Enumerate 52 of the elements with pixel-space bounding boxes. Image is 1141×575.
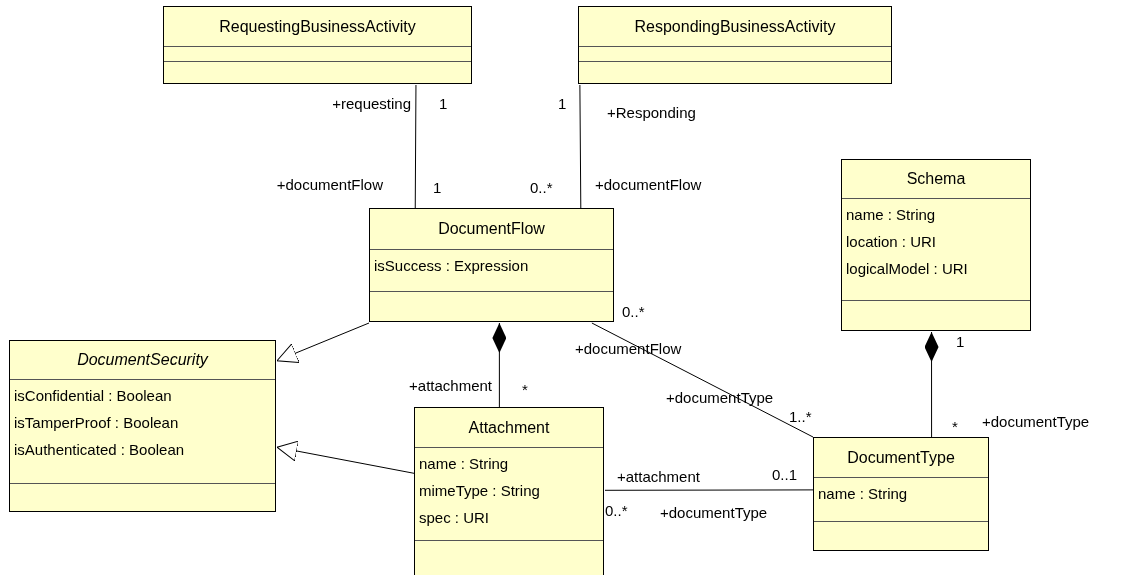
role-name: +requesting [332,95,411,113]
multiplicity: 0..* [530,179,553,197]
multiplicity: 0..* [622,303,645,321]
multiplicity: 1 [439,95,448,113]
class-name: DocumentType [847,447,955,468]
multiplicity: 1 [558,95,567,113]
class-box [163,6,472,84]
attribute-text: isTamperProof : Boolean [14,413,180,433]
role-name: +documentType [982,413,1090,431]
multiplicity: 1 [433,179,442,197]
multiplicity: 0..1 [772,466,798,484]
multiplicity: 0..* [605,502,628,520]
class-box [578,6,892,84]
class-name: RequestingBusinessActivity [219,16,416,37]
multiplicity: * [522,381,528,399]
attribute-text: name : String [818,484,909,504]
role-name: +documentFlow [595,176,702,194]
multiplicity: 1..* [789,408,812,426]
class-box [369,208,614,322]
composition-line [492,322,507,408]
multiplicity: 1 [956,333,965,351]
attribute-text: isConfidential : Boolean [14,386,173,406]
association-line [591,322,814,438]
attribute-text: name : String [419,454,510,474]
role-name: +Responding [607,104,696,122]
class-name: DocumentFlow [438,219,545,239]
generalization-arrow [276,440,415,474]
role-name: +documentFlow [276,176,383,194]
role-name: +attachment [617,468,700,486]
class-name: Attachment [468,417,550,438]
class-box [9,340,276,512]
role-name: +documentType [660,504,768,522]
composition-line [924,331,939,438]
class-box [813,437,989,551]
attribute-text: logicalModel : URI [846,259,969,279]
attribute-text: name : String [846,205,937,225]
association-line [604,489,814,491]
class-name: DocumentSecurity [77,350,208,370]
class-box [841,159,1031,331]
attribute-text: isSuccess : Expression [374,256,530,276]
association-line [414,84,417,209]
class-box [414,407,604,575]
attribute-text: isAuthenticated : Boolean [14,440,186,460]
generalization-arrow [276,322,370,363]
multiplicity: * [952,418,958,436]
association-line [579,84,582,209]
role-name: +attachment [409,377,492,395]
class-name: Schema [906,169,966,189]
attribute-text: spec : URI [419,508,491,528]
attribute-text: mimeType : String [419,481,541,501]
class-name: RespondingBusinessActivity [634,16,836,37]
attribute-text: location : URI [846,232,938,252]
